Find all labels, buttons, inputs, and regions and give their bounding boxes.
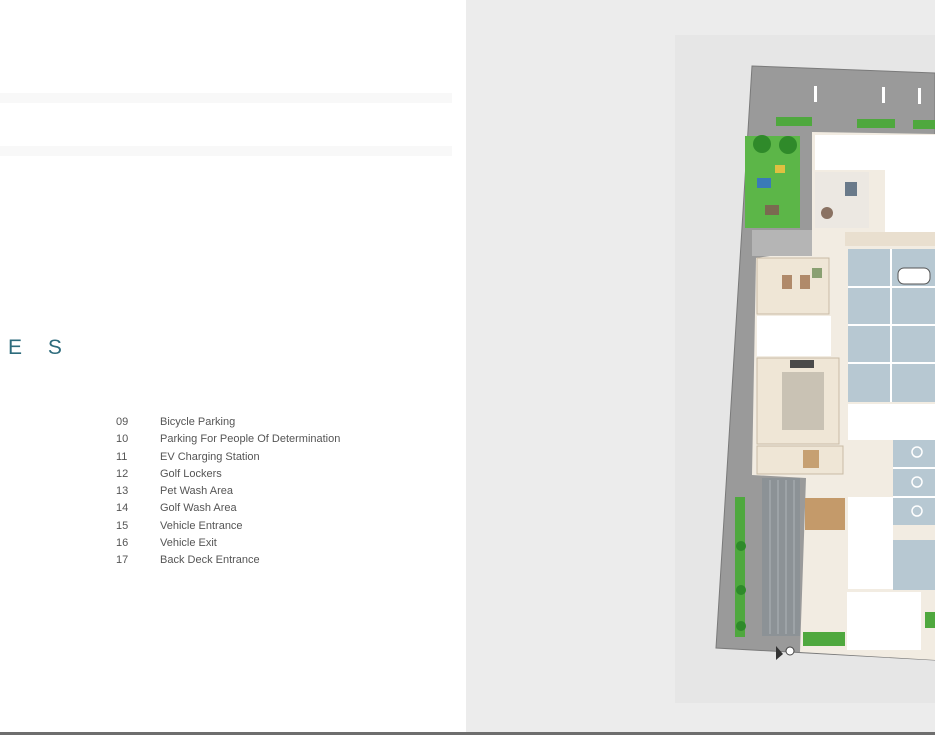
legend-label: Back Deck Entrance — [160, 554, 260, 567]
legend-number: 15 — [116, 519, 129, 532]
legend-item: 14 Golf Wash Area — [116, 502, 340, 519]
legend-number: 09 — [116, 416, 129, 428]
legend-number: 12 — [116, 467, 129, 480]
parking-area — [893, 540, 935, 590]
legend-number: 17 — [116, 554, 129, 567]
legend-label: EV Charging Station — [160, 450, 260, 463]
accessible-icon — [911, 446, 923, 458]
planter — [776, 117, 812, 126]
palm-tree — [736, 621, 746, 631]
ramp-stripes — [769, 480, 795, 634]
planter — [857, 119, 895, 128]
amenity-room — [756, 257, 830, 315]
amenity-room — [756, 445, 844, 475]
bollard — [814, 86, 817, 102]
parking-area — [893, 440, 935, 525]
faded-band — [0, 146, 452, 156]
wash-fixture — [821, 207, 833, 219]
room-block — [757, 316, 831, 356]
legend-item: 12 Golf Lockers — [116, 468, 340, 485]
tree — [753, 135, 771, 153]
legend-page: E S 09 Bicycle Parking 10 Parking For Peop… — [0, 0, 466, 733]
legend-label: Vehicle Entrance — [160, 519, 243, 532]
bollard — [918, 88, 921, 104]
legend-label: Pet Wash Area — [160, 485, 233, 498]
room-block — [848, 497, 893, 589]
planter — [925, 612, 935, 628]
bollard — [882, 87, 885, 103]
legend-item: 15 Vehicle Entrance — [116, 520, 340, 537]
legend-item: 10 Parking For People Of Determination — [116, 433, 340, 450]
play-equipment — [775, 165, 785, 173]
wash-area — [815, 172, 869, 228]
legend-label: Golf Lockers — [160, 467, 222, 480]
legend-number: 11 — [116, 450, 128, 463]
legend-number: 13 — [116, 485, 129, 498]
legend-item: 11 EV Charging Station — [116, 451, 340, 468]
legend-label: Parking For People Of Determination — [160, 433, 341, 446]
legend-item: 17 Back Deck Entrance — [116, 554, 340, 571]
tree — [779, 136, 797, 154]
north-arrow-icon — [776, 646, 783, 660]
planter — [913, 120, 935, 129]
faded-band — [0, 93, 452, 103]
furniture — [800, 275, 810, 289]
section-heading: E S — [8, 336, 72, 359]
page-divider — [0, 732, 935, 735]
wash-fixture — [845, 182, 857, 196]
room-block — [847, 592, 921, 650]
furniture — [803, 450, 819, 468]
accessible-icon — [911, 505, 923, 517]
bench — [765, 205, 779, 215]
planting-strip — [735, 497, 745, 637]
legend-label: Bicycle Parking — [160, 416, 236, 428]
legend-item: 09 Bicycle Parking — [116, 416, 340, 433]
steps — [752, 230, 812, 256]
drive-aisle — [848, 404, 935, 440]
service-block — [815, 135, 935, 170]
palm-tree — [736, 585, 746, 595]
legend-list: 09 Bicycle Parking 10 Parking For People O… — [116, 416, 340, 572]
palm-tree — [736, 541, 746, 551]
corridor-wall — [845, 232, 935, 246]
legend-number: 10 — [116, 433, 129, 446]
rug — [782, 372, 824, 430]
legend-label: Golf Wash Area — [160, 502, 237, 515]
furniture — [782, 275, 792, 289]
legend-item: 13 Pet Wash Area — [116, 485, 340, 502]
legend-item: 16 Vehicle Exit — [116, 537, 340, 554]
play-equipment — [757, 178, 771, 188]
legend-number: 16 — [116, 537, 129, 550]
planter — [803, 632, 845, 646]
service-block — [885, 170, 935, 232]
entrance-marker — [785, 646, 795, 656]
back-deck — [805, 498, 845, 530]
furniture — [812, 268, 822, 278]
legend-number: 14 — [116, 502, 129, 515]
furniture — [790, 360, 814, 368]
legend-label: Vehicle Exit — [160, 537, 217, 550]
car-icon — [897, 267, 931, 285]
accessible-icon — [911, 476, 923, 488]
